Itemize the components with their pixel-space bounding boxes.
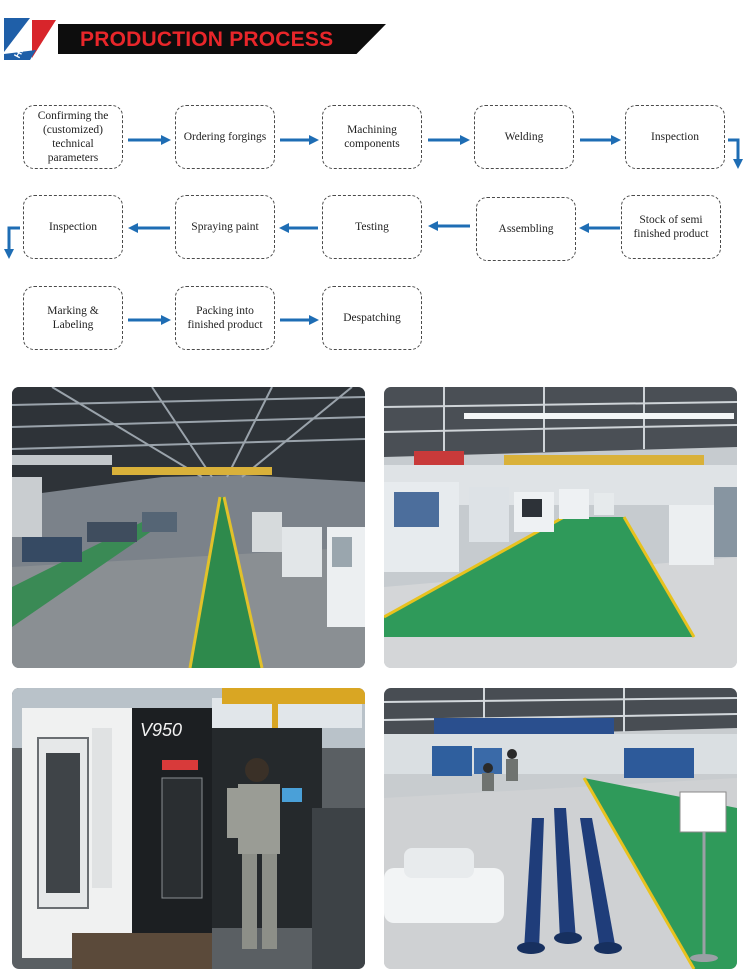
hero-logo: HERO — [4, 18, 58, 60]
section-header: HERO PRODUCTION PROCESS — [0, 18, 386, 60]
step-despatching: Despatching — [322, 286, 422, 350]
step-confirm-parameters: Confirming the (customized) technical pa… — [23, 105, 123, 169]
machine-model-label: V950 — [140, 720, 182, 740]
step-ordering-forgings: Ordering forgings — [175, 105, 275, 169]
step-inspection-2: Inspection — [23, 195, 123, 259]
cnc-line-photo — [384, 387, 737, 668]
step-assembling: Assembling — [476, 197, 576, 261]
step-machining-components: Machining components — [322, 105, 422, 169]
cnc-machine-operator-photo: V950 — [12, 688, 365, 969]
assembly-area-photo — [384, 688, 737, 969]
page-title: PRODUCTION PROCESS — [80, 28, 334, 51]
step-spraying-paint: Spraying paint — [175, 195, 275, 259]
step-marking-labeling: Marking & Labeling — [23, 286, 123, 350]
workshop-hall-photo — [12, 387, 365, 668]
step-inspection-1: Inspection — [625, 105, 725, 169]
step-stock-semi-finished: Stock of semi finished product — [621, 195, 721, 259]
step-testing: Testing — [322, 195, 422, 259]
step-packing: Packing into finished product — [175, 286, 275, 350]
step-welding: Welding — [474, 105, 574, 169]
arrow-turn-right — [728, 138, 743, 169]
header-bar — [58, 24, 386, 54]
flow-arrows — [4, 135, 743, 325]
arrow-turn-left — [4, 226, 20, 259]
